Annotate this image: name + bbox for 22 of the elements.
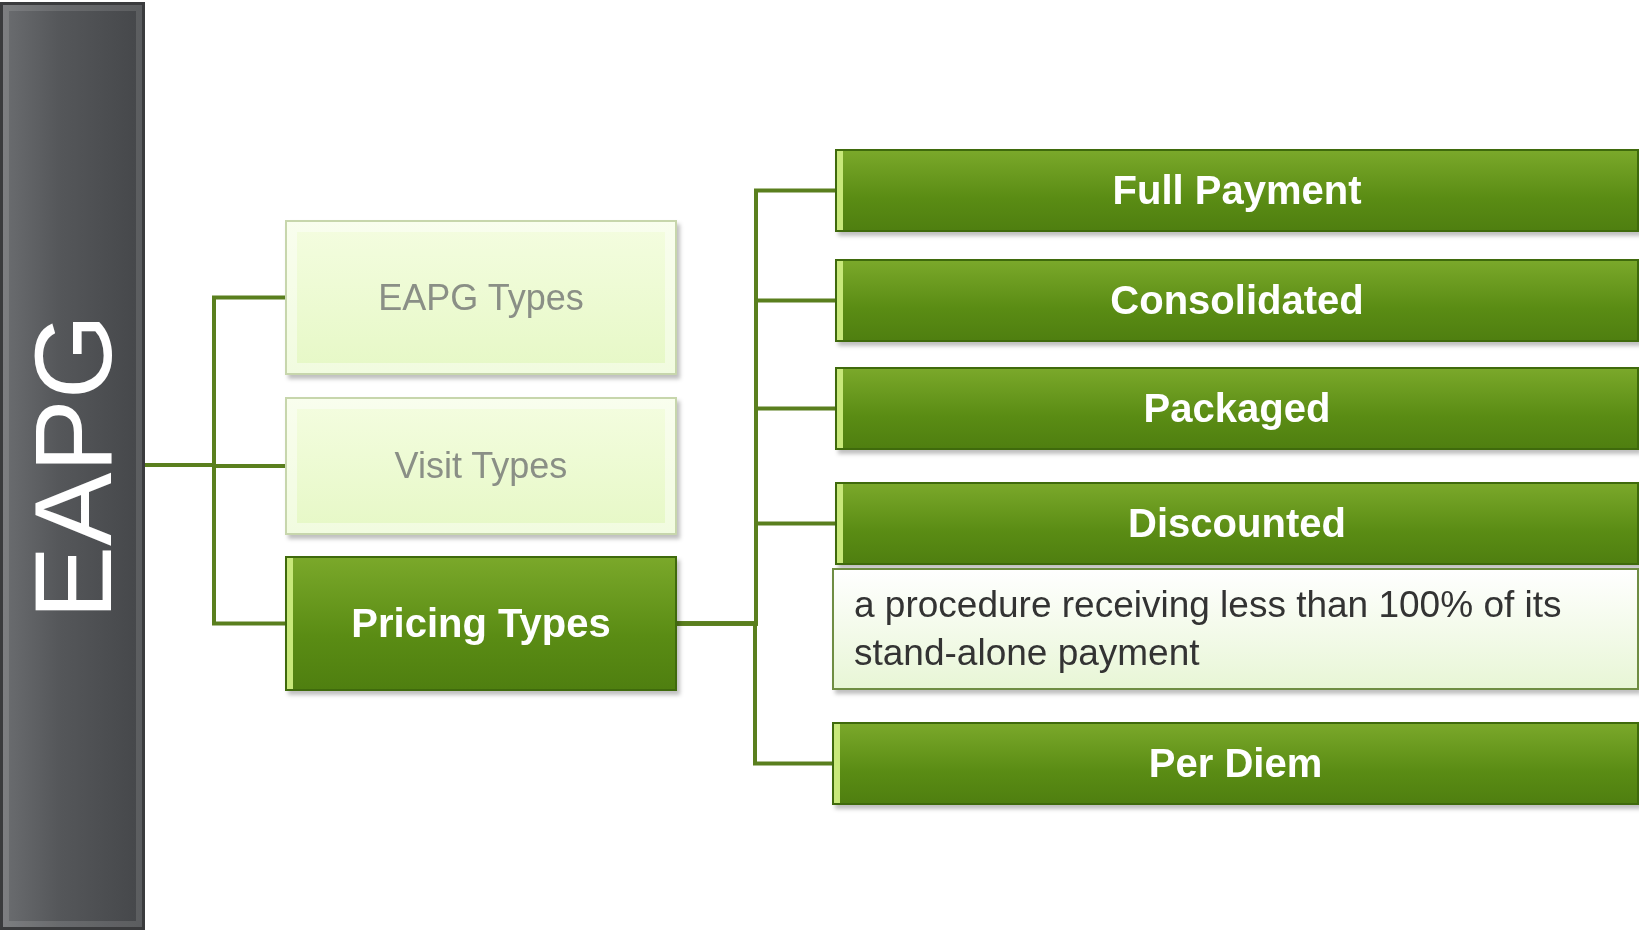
category-box xyxy=(285,397,677,535)
connector-line xyxy=(677,621,832,766)
category-box xyxy=(285,220,677,375)
node-label: EAPG Types xyxy=(378,276,584,319)
title-bar xyxy=(0,2,145,930)
node-label: Per Diem xyxy=(1148,741,1323,786)
node-label: Discounted xyxy=(1128,501,1346,546)
node-label: Packaged xyxy=(1143,386,1331,431)
connector-line xyxy=(145,463,285,626)
category-box xyxy=(835,482,1639,565)
node-label: EAPG xyxy=(10,313,135,619)
node-label: Visit Types xyxy=(394,445,568,487)
category-box xyxy=(832,722,1639,805)
node-label: Pricing Types xyxy=(351,601,611,646)
category-box xyxy=(835,149,1639,232)
node-label: Full Payment xyxy=(1112,168,1362,213)
category-box xyxy=(285,556,677,691)
description-text: a procedure receiving less than 100% of its stand-alone payment xyxy=(854,582,1563,675)
node-label: Consolidated xyxy=(1110,278,1364,323)
category-box xyxy=(835,367,1639,450)
description-box xyxy=(832,568,1639,690)
category-box xyxy=(835,259,1639,342)
